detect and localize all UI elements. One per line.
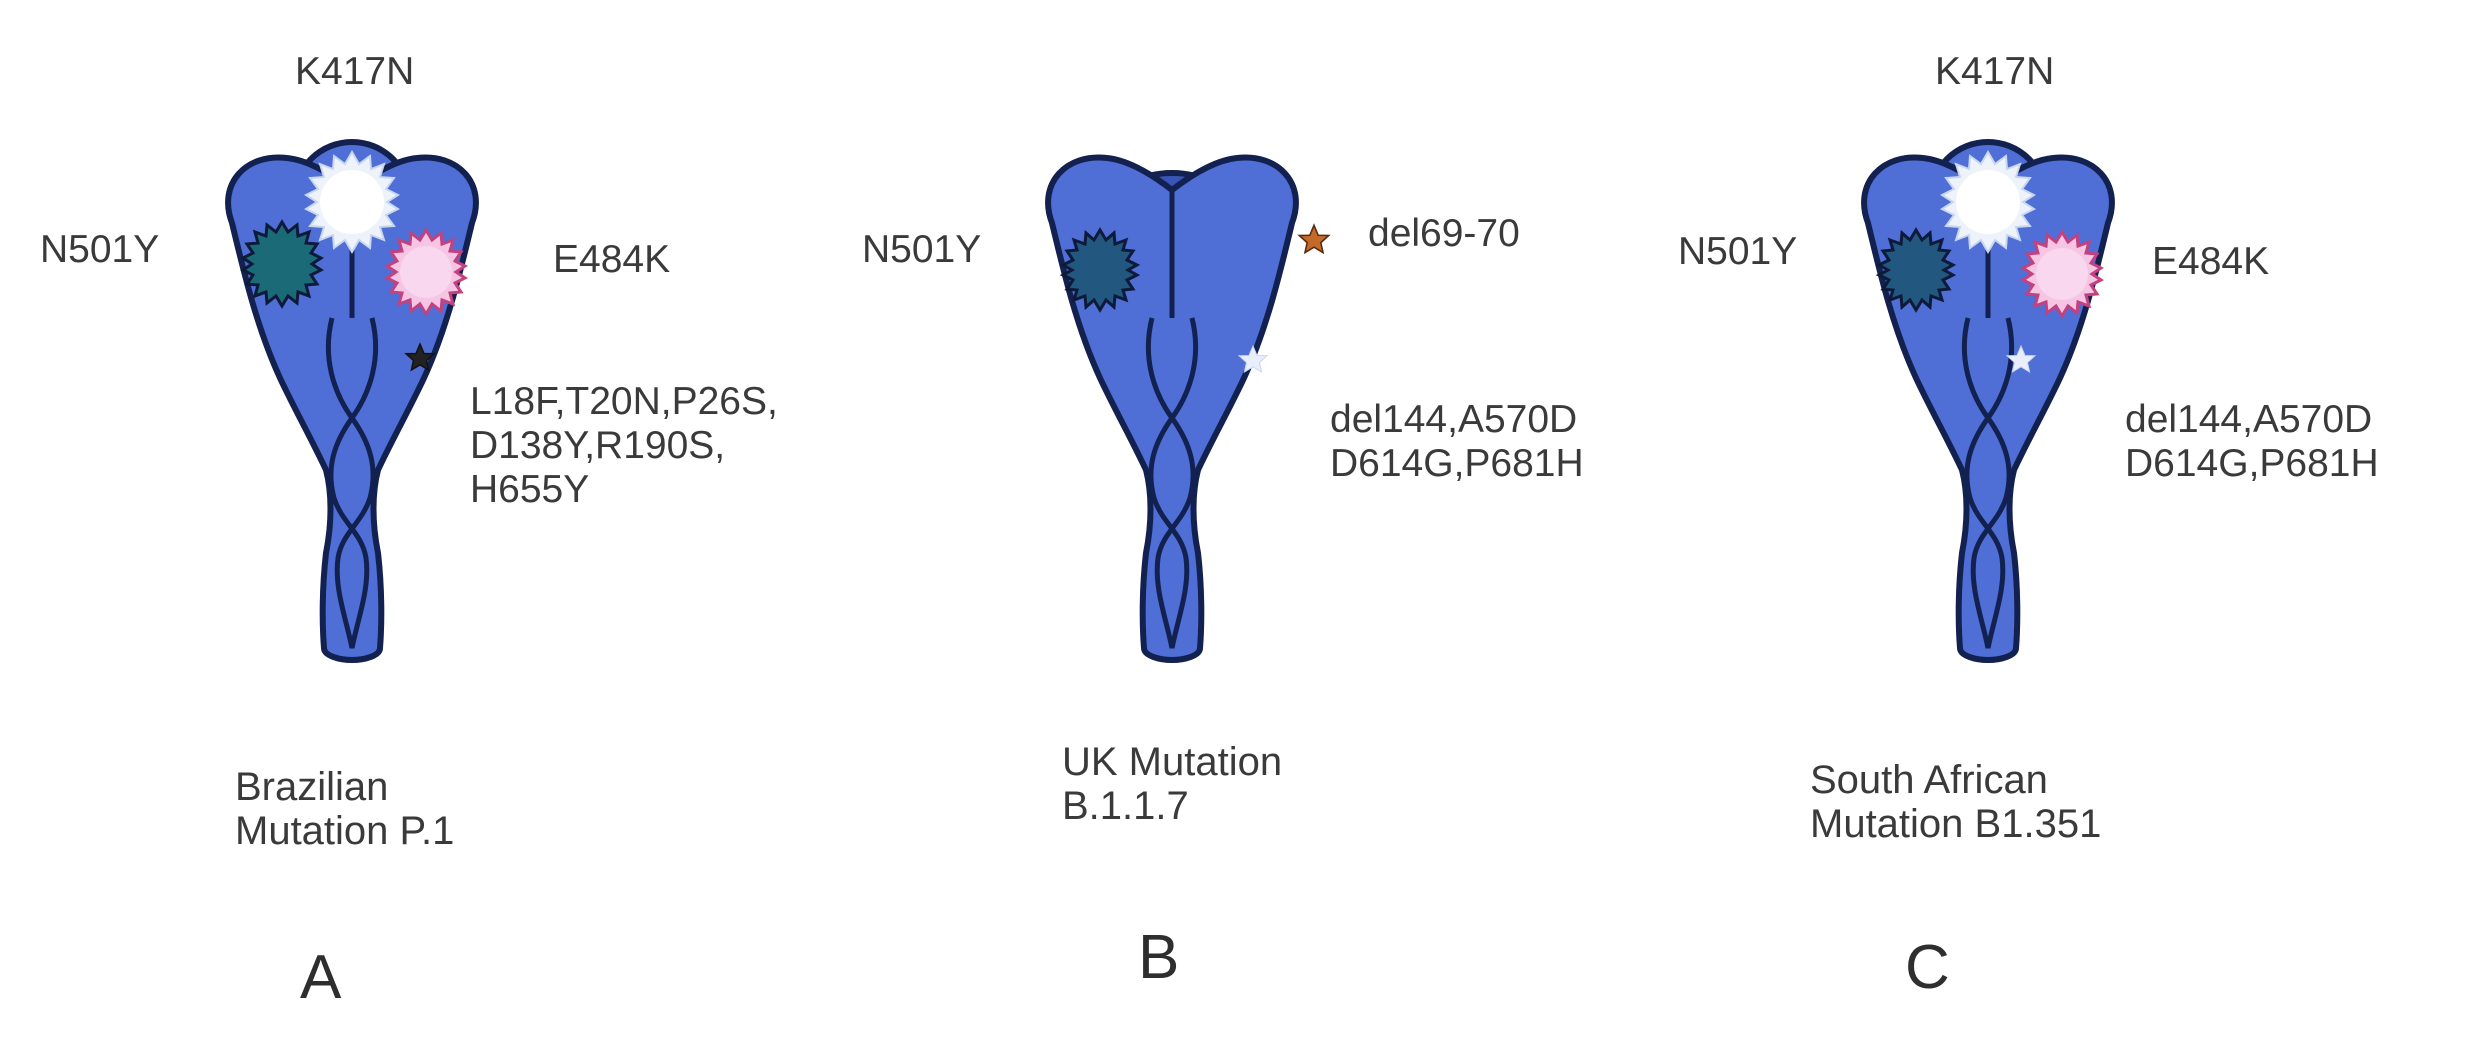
label-c-e484k: E484K: [2152, 240, 2270, 283]
label-c-n501y: N501Y: [1678, 230, 1798, 273]
label-b-n501y: N501Y: [862, 228, 982, 271]
label-c-other-mutations: del144,A570D D614G,P681H: [2125, 398, 2379, 485]
label-a-k417n: K417N: [295, 50, 415, 93]
k417n-burst-a: [303, 150, 401, 254]
e484k-burst-c: [2020, 229, 2104, 319]
caption-b: UK Mutation B.1.1.7: [1062, 740, 1283, 828]
label-b-del69-70: del69-70: [1368, 212, 1520, 255]
panel-letter-b: B: [1138, 923, 1180, 992]
label-b-other-mutations: del144,A570D D614G,P681H: [1330, 398, 1584, 485]
label-a-e484k: E484K: [553, 238, 671, 281]
n501y-burst-a: [240, 219, 324, 309]
caption-a: Brazilian Mutation P.1: [235, 765, 455, 853]
spike-b: [1048, 157, 1330, 660]
caption-c: South African Mutation B1.351: [1810, 758, 2102, 846]
label-a-other-mutations: L18F,T20N,P26S, D138Y,R190S, H655Y: [470, 380, 778, 511]
spike-c: [1864, 139, 2112, 660]
label-c-k417n: K417N: [1935, 50, 2055, 93]
spike-a: [228, 139, 476, 660]
n501y-burst-c: [1875, 227, 1957, 313]
e484k-burst-a: [384, 227, 468, 317]
n501y-burst-b: [1059, 227, 1141, 313]
k417n-burst-c: [1939, 150, 2037, 254]
star-b-del69: [1298, 224, 1330, 254]
label-a-n501y: N501Y: [40, 228, 160, 271]
panel-letter-a: A: [300, 943, 342, 1012]
panel-letter-c: C: [1905, 933, 1950, 1002]
